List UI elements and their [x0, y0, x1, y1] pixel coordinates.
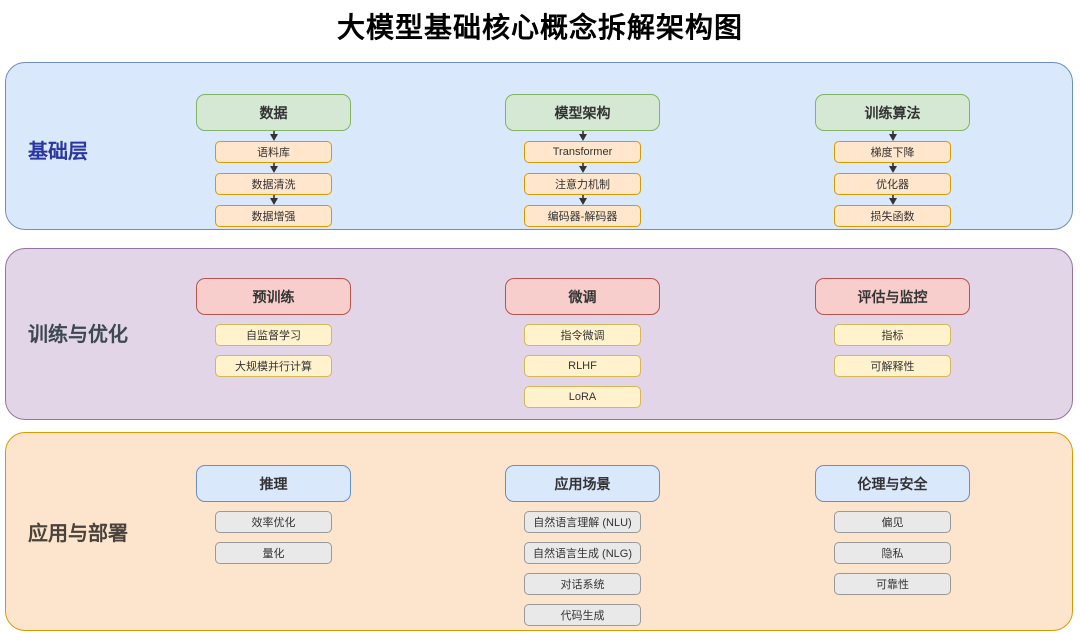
node-ethics-safety-2: 可靠性 [834, 573, 951, 595]
column-model-architecture: 模型架构 Transformer 注意力机制编码器-解码器 [505, 94, 660, 227]
layer-label-training-optimization: 训练与优化 [28, 324, 128, 346]
node-ethics-safety-1: 隐私 [834, 542, 951, 564]
down-arrow-icon [815, 163, 970, 173]
down-arrow-icon [505, 195, 660, 205]
column-training-algorithm: 训练算法梯度下降优化器损失函数 [815, 94, 970, 227]
node-inference-0: 效率优化 [215, 511, 332, 533]
down-arrow-icon [196, 131, 351, 141]
node-data-2: 数据增强 [215, 205, 332, 227]
diagram-title: 大模型基础核心概念拆解架构图 [336, 12, 743, 43]
header-node-data: 数据 [196, 94, 351, 131]
header-node-finetuning: 微调 [505, 278, 660, 315]
node-training-algorithm-2: 损失函数 [834, 205, 951, 227]
header-node-model-architecture: 模型架构 [505, 94, 660, 131]
down-arrow-icon [196, 195, 351, 205]
node-application-scenarios-2: 对话系统 [524, 573, 641, 595]
node-model-architecture-0: Transformer [524, 141, 641, 163]
node-pretraining-0: 自监督学习 [215, 324, 332, 346]
header-node-application-scenarios: 应用场景 [505, 465, 660, 502]
header-node-pretraining: 预训练 [196, 278, 351, 315]
node-inference-1: 量化 [215, 542, 332, 564]
down-arrow-icon [505, 163, 660, 173]
node-ethics-safety-0: 偏见 [834, 511, 951, 533]
node-data-1: 数据清洗 [215, 173, 332, 195]
down-arrow-icon [815, 131, 970, 141]
node-finetuning-2: LoRA [524, 386, 641, 408]
column-inference: 推理效率优化量化 [196, 465, 351, 564]
down-arrow-icon [815, 195, 970, 205]
header-node-ethics-safety: 伦理与安全 [815, 465, 970, 502]
node-pretraining-1: 大规模并行计算 [215, 355, 332, 377]
node-training-algorithm-0: 梯度下降 [834, 141, 951, 163]
node-evaluation-monitoring-0: 指标 [834, 324, 951, 346]
node-model-architecture-1: 注意力机制 [524, 173, 641, 195]
node-finetuning-1: RLHF [524, 355, 641, 377]
layer-application-deployment: 应用与部署 推理效率优化量化 应用场景自然语言理解 (NLU) 自然语言生成 (NLG… [5, 432, 1073, 631]
node-application-scenarios-1: 自然语言生成 (NLG) [524, 542, 641, 564]
node-application-scenarios-0: 自然语言理解 (NLU) [524, 511, 641, 533]
layer-label-application-deployment: 应用与部署 [28, 523, 128, 545]
header-node-evaluation-monitoring: 评估与监控 [815, 278, 970, 315]
down-arrow-icon [196, 163, 351, 173]
column-finetuning: 微调指令微调 RLHF LoRA [505, 278, 660, 408]
layer-foundation: 基础层 数据语料库数据清洗数据增强 模型架构 Transformer 注意力机制编码器-… [5, 62, 1073, 230]
column-evaluation-monitoring: 评估与监控指标可解释性 [815, 278, 970, 377]
layer-label-foundation: 基础层 [28, 141, 88, 163]
node-training-algorithm-1: 优化器 [834, 173, 951, 195]
header-node-inference: 推理 [196, 465, 351, 502]
node-evaluation-monitoring-1: 可解释性 [834, 355, 951, 377]
column-data: 数据语料库数据清洗数据增强 [196, 94, 351, 227]
down-arrow-icon [505, 131, 660, 141]
node-finetuning-0: 指令微调 [524, 324, 641, 346]
column-ethics-safety: 伦理与安全偏见隐私可靠性 [815, 465, 970, 595]
node-model-architecture-2: 编码器-解码器 [524, 205, 641, 227]
column-pretraining: 预训练自监督学习大规模并行计算 [196, 278, 351, 377]
node-application-scenarios-3: 代码生成 [524, 604, 641, 626]
header-node-training-algorithm: 训练算法 [815, 94, 970, 131]
column-application-scenarios: 应用场景自然语言理解 (NLU) 自然语言生成 (NLG) 对话系统代码生成 [505, 465, 660, 626]
layer-training-optimization: 训练与优化 预训练自监督学习大规模并行计算 微调指令微调 RLHF LoRA 评估与监控指… [5, 248, 1073, 420]
node-data-0: 语料库 [215, 141, 332, 163]
